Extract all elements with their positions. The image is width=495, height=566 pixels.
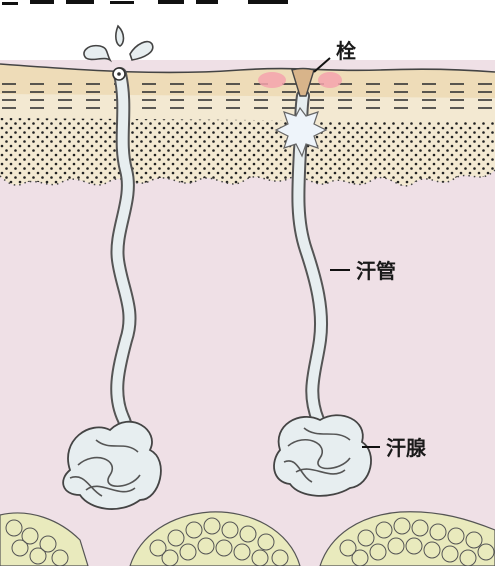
sweat-gland-label: 汗腺	[386, 436, 427, 460]
inflammation-right	[318, 72, 342, 88]
right-sweat-gland	[274, 415, 371, 496]
sweat-duct-label: 汗管	[356, 259, 396, 283]
sweat-droplets	[84, 26, 153, 60]
keratin-lines	[0, 78, 495, 114]
inflammation-left	[258, 72, 286, 88]
plug-label: 栓	[336, 39, 356, 63]
cropped-heading-strokes	[2, 0, 288, 5]
epidermis-dots	[0, 118, 495, 186]
